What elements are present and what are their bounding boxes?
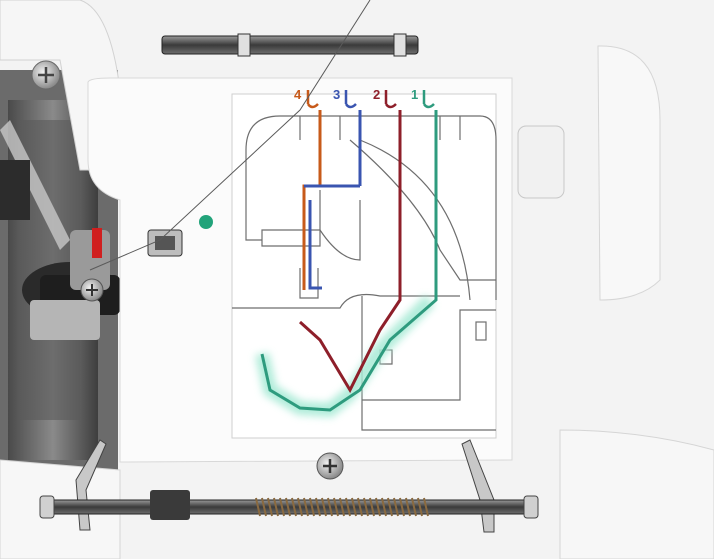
thread-label-1: 1 (411, 87, 419, 102)
top-screw-icon (31, 60, 61, 90)
bottom-right-housing (559, 429, 714, 559)
top-thread-guide-bar (161, 33, 419, 57)
thread-label-4: 4 (294, 87, 302, 102)
lower-screw-icon (80, 278, 104, 302)
green-indicator-dot (199, 215, 213, 229)
thread-label-3: 3 (333, 87, 341, 102)
thread-guide-clip (147, 229, 183, 257)
side-latch-button[interactable] (517, 125, 565, 199)
center-screw-icon (316, 452, 344, 480)
rod-spring (255, 497, 429, 517)
thread-1-path (260, 110, 438, 412)
handwheel-housing (597, 45, 661, 301)
thread-3-path (304, 110, 362, 290)
thread-2-path (298, 110, 402, 394)
thread-paths (260, 110, 438, 412)
thread-label-2: 2 (373, 87, 381, 102)
loose-thread (89, 0, 371, 271)
thread-number-hooks (306, 90, 435, 109)
